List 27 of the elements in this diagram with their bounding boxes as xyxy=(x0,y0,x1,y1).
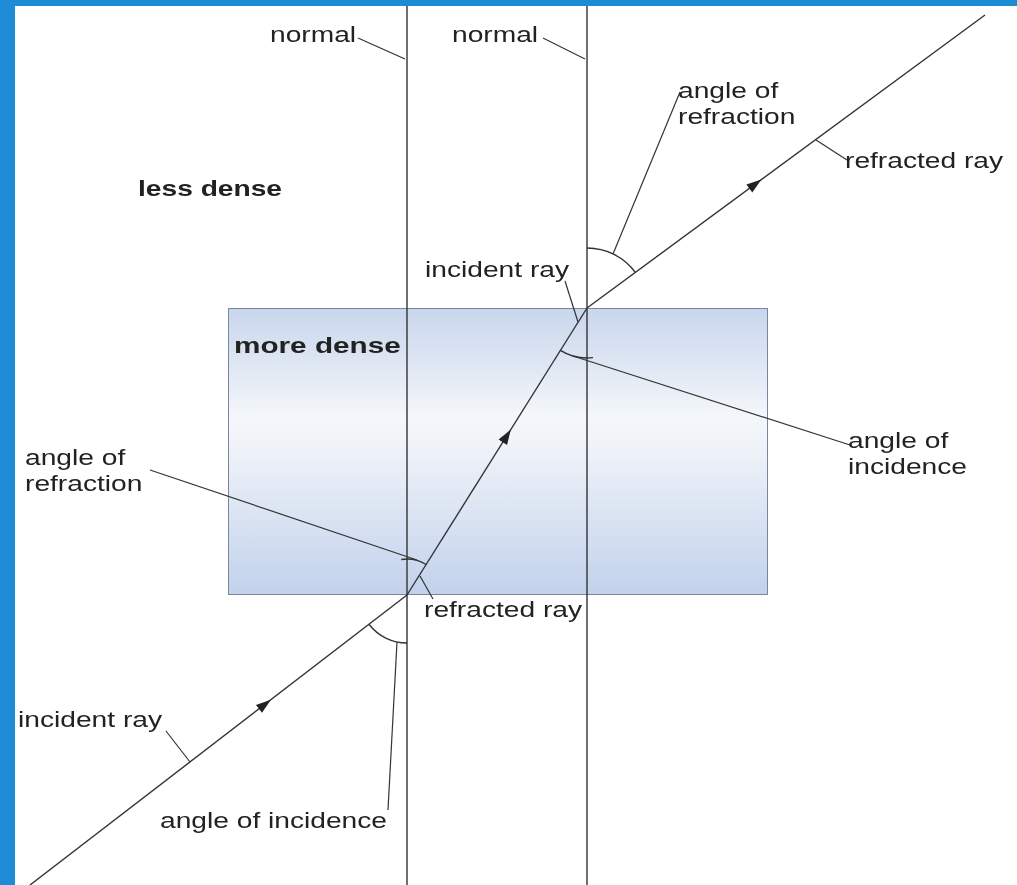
angle-arc xyxy=(559,349,594,359)
callout-label: angle of refraction xyxy=(678,78,801,130)
leader-line xyxy=(564,280,579,323)
callout-label: incident ray xyxy=(425,257,569,283)
callout-label: refracted ray xyxy=(845,148,1004,174)
callout-label: angle of incidence xyxy=(848,428,971,480)
leader-line xyxy=(815,139,848,161)
leader-line xyxy=(149,469,418,561)
leader-line xyxy=(542,37,586,60)
normal-line xyxy=(586,6,588,885)
callout-label: angle of incidence xyxy=(160,808,387,834)
callout-label: normal xyxy=(270,22,357,48)
leader-line xyxy=(612,91,681,255)
angle-arc xyxy=(400,557,427,565)
callout-label: normal xyxy=(452,22,539,48)
callout-label: refracted ray xyxy=(424,597,583,623)
leader-line xyxy=(419,575,434,600)
region-label: more dense xyxy=(234,333,401,359)
leader-line xyxy=(387,641,398,811)
callout-label: incident ray xyxy=(18,707,162,733)
callout-label: angle of refraction xyxy=(25,445,148,497)
region-label: less dense xyxy=(138,176,282,202)
normal-line xyxy=(406,6,408,885)
leader-line xyxy=(357,37,406,60)
light-ray xyxy=(405,306,588,596)
leader-line xyxy=(165,730,191,763)
glass-block xyxy=(228,308,768,595)
